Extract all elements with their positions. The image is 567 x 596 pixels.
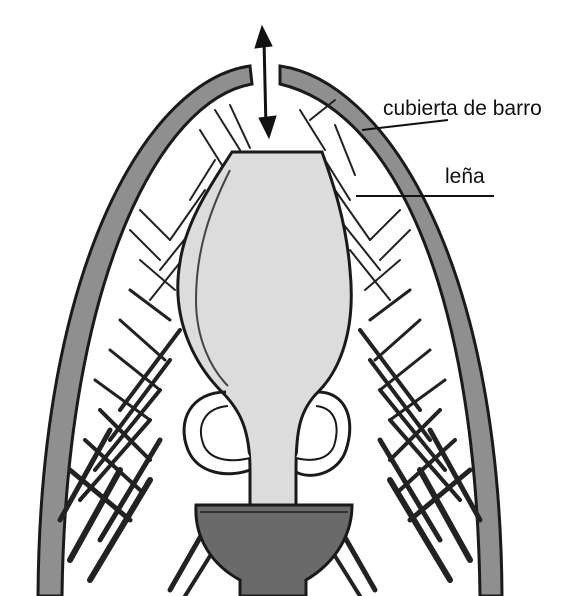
firewood-stick: [120, 330, 180, 410]
firewood-stick: [360, 330, 420, 410]
base-support: [196, 505, 352, 596]
firewood-stick: [215, 110, 240, 150]
firewood-stick: [130, 230, 160, 260]
firewood-stick: [370, 290, 410, 320]
label-clay-cover: cubierta de barro: [383, 98, 542, 119]
firewood-stick: [130, 290, 170, 320]
firewood-stick: [380, 230, 410, 260]
firewood-stick: [230, 105, 250, 148]
firewood-stick: [370, 210, 400, 240]
firewood-stick: [140, 210, 170, 240]
draft-arrow-icon: [255, 26, 276, 138]
firewood-stick: [375, 320, 420, 360]
firewood-stick: [335, 125, 355, 175]
firewood-stick: [120, 320, 165, 360]
firewood-stick: [300, 110, 325, 150]
label-firewood: leña: [445, 166, 485, 187]
